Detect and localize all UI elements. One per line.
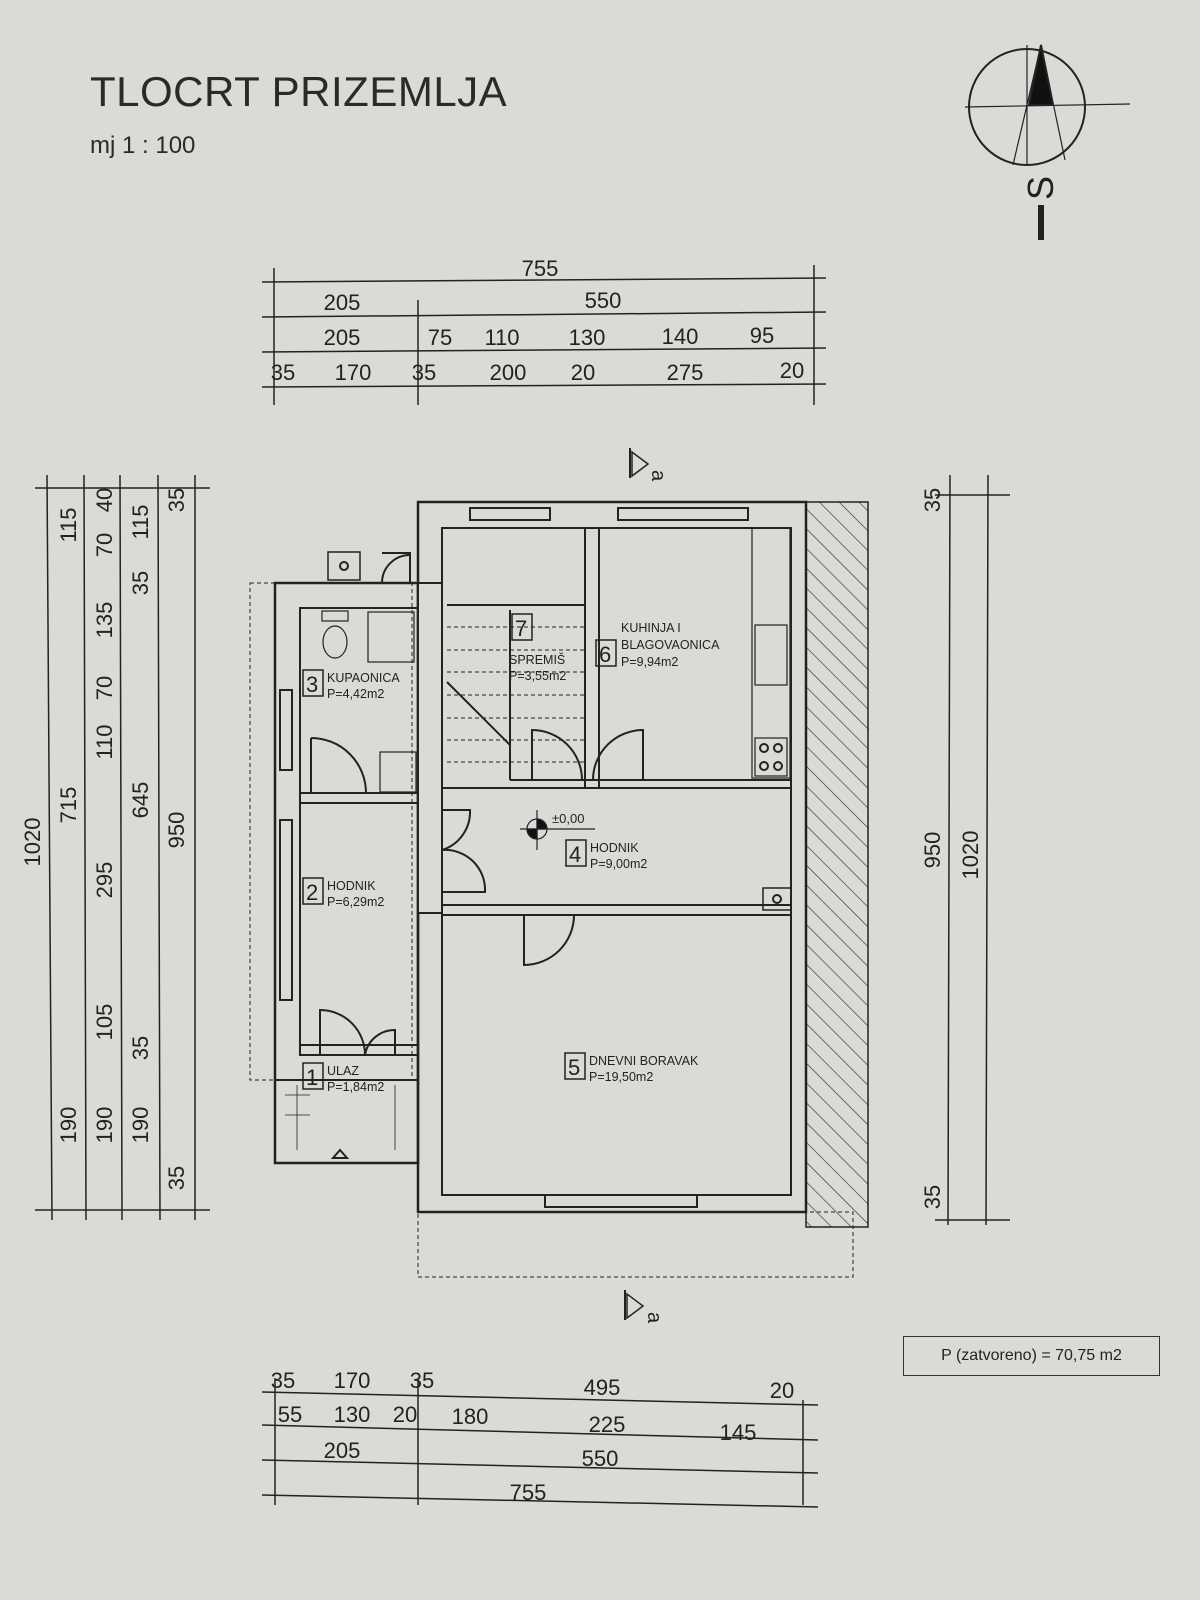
dimension-top-2-1: 75 (428, 325, 452, 350)
room-2-number: 2 (306, 880, 318, 905)
dimension-bottom-0-1: 170 (334, 1368, 371, 1393)
section-label-bottom: a (643, 1312, 665, 1324)
room-5-number: 5 (568, 1055, 580, 1080)
dimension-left-1-1: 715 (56, 787, 81, 824)
dimension-left-1-0: 115 (56, 507, 81, 542)
dimension-left-3-4: 190 (128, 1107, 153, 1144)
building-walls (249, 500, 869, 1278)
room-1-area: P=1,84m2 (327, 1080, 384, 1094)
room-6-number: 6 (599, 642, 611, 667)
level-marker-icon (520, 810, 595, 850)
dimension-bottom-0-4: 20 (770, 1378, 794, 1403)
dimension-left-0-0: 1020 (20, 818, 45, 867)
level-label: ±0,00 (552, 811, 584, 826)
room-7-area: P=3,55m2 (509, 669, 566, 683)
dimension-bottom-1-2: 20 (393, 1402, 417, 1427)
dimension-bottom-1-5: 145 (720, 1420, 757, 1445)
dimension-left-3-2: 645 (128, 782, 153, 819)
dimension-top-1-1: 550 (585, 288, 622, 313)
room-6-name: KUHINJA I (621, 621, 681, 635)
section-marker-bottom: a (624, 1290, 665, 1324)
section-marker-top: a (629, 448, 669, 482)
dimension-top-3-1: 170 (335, 360, 372, 385)
room-3-name: KUPAONICA (327, 671, 400, 685)
room-4-number: 4 (569, 842, 581, 867)
north-arrow-icon (964, 44, 1131, 240)
room-7-name: SPREMIŠ (509, 652, 565, 667)
north-label: S (1020, 176, 1061, 200)
dimension-bottom-0-0: 35 (271, 1368, 295, 1393)
dimension-top-0-0: 755 (522, 256, 559, 281)
section-label-top: a (647, 470, 669, 482)
plan-title: TLOCRT PRIZEMLJA (90, 68, 508, 115)
room-2-area: P=6,29m2 (327, 895, 384, 909)
room-3-area: P=4,42m2 (327, 687, 384, 701)
dimension-left-1-2: 190 (56, 1107, 81, 1144)
room-number-box (302, 669, 324, 697)
dimension-bottom-1-0: 55 (278, 1402, 302, 1427)
dimension-top-2-5: 95 (750, 323, 774, 348)
room-4-area: P=9,00m2 (590, 857, 647, 871)
dimension-left-2-6: 105 (92, 1004, 117, 1041)
room-number-box (302, 1062, 324, 1090)
dimension-top-2-4: 140 (662, 324, 699, 349)
room-5-name: DNEVNI BORAVAK (589, 1054, 699, 1068)
dimension-left-4-2: 35 (164, 1166, 189, 1190)
dimension-top-3-3: 200 (490, 360, 527, 385)
dimension-left-2-0: 40 (92, 488, 117, 512)
room-5-area: P=19,50m2 (589, 1070, 653, 1084)
room-number-box (565, 839, 587, 867)
room-6-area: P=9,94m2 (621, 655, 678, 669)
dimension-left-2-3: 70 (92, 676, 117, 700)
dimension-top-1-0: 205 (324, 290, 361, 315)
dimension-left-4-0: 35 (164, 488, 189, 512)
dimension-bottom-0-2: 35 (410, 1368, 434, 1393)
room-1-number: 1 (306, 1065, 318, 1090)
dimension-left-2-2: 135 (92, 602, 117, 639)
room-1-name: ULAZ (327, 1064, 359, 1078)
dimension-top-3-4: 20 (571, 360, 595, 385)
dimension-left-2-1: 70 (92, 533, 117, 557)
dimension-top-2-3: 130 (569, 325, 606, 350)
dimension-top-3-5: 275 (667, 360, 704, 385)
total-area-box: P (zatvoreno) = 70,75 m2 (903, 1336, 1160, 1376)
dimension-left-3-3: 35 (128, 1036, 153, 1060)
room-3-number: 3 (306, 672, 318, 697)
plan-scale: mj 1 : 100 (90, 132, 196, 159)
room-2-name: HODNIK (327, 879, 376, 893)
dimension-bottom-2-0: 205 (324, 1438, 361, 1463)
room-4-name: HODNIK (590, 841, 639, 855)
dimension-top-2-2: 110 (484, 325, 519, 350)
dimension-lines (35, 265, 1010, 1508)
dimension-right-0-1: 950 (920, 832, 945, 869)
dimension-bottom-0-3: 495 (584, 1375, 621, 1400)
dimension-left-2-7: 190 (92, 1107, 117, 1144)
room-number-box (564, 1052, 586, 1080)
dimension-left-2-4: 110 (92, 724, 117, 759)
room-number-box (511, 613, 533, 641)
dimension-bottom-1-4: 225 (589, 1412, 626, 1437)
room-7-number: 7 (515, 616, 527, 641)
dimension-left-4-1: 950 (164, 812, 189, 849)
dimension-top-3-2: 35 (412, 360, 436, 385)
dimension-bottom-1-3: 180 (452, 1404, 489, 1429)
dimension-right-0-0: 35 (920, 488, 945, 512)
dimension-bottom-1-1: 130 (334, 1402, 371, 1427)
room-number-box (302, 877, 324, 905)
dimension-right-1-0: 1020 (958, 831, 983, 880)
dimension-top-3-6: 20 (780, 358, 804, 383)
dimension-bottom-2-1: 550 (582, 1446, 619, 1471)
dimension-left-2-5: 295 (92, 862, 117, 899)
dimension-bottom-3-0: 755 (510, 1480, 547, 1505)
room-labels: 1 ULAZ P=1,84m2 2 HODNIK P=6,29m2 3 KUPAONICA P=… (302, 613, 720, 1094)
dimension-top-2-0: 205 (324, 325, 361, 350)
room-6-name-2: BLAGOVAONICA (621, 638, 720, 652)
dimension-left-3-1: 35 (128, 571, 153, 595)
dimension-top-3-0: 35 (271, 360, 295, 385)
dimension-left-3-0: 115 (128, 504, 153, 539)
dimension-right-0-2: 35 (920, 1185, 945, 1209)
room-number-box (595, 639, 617, 667)
